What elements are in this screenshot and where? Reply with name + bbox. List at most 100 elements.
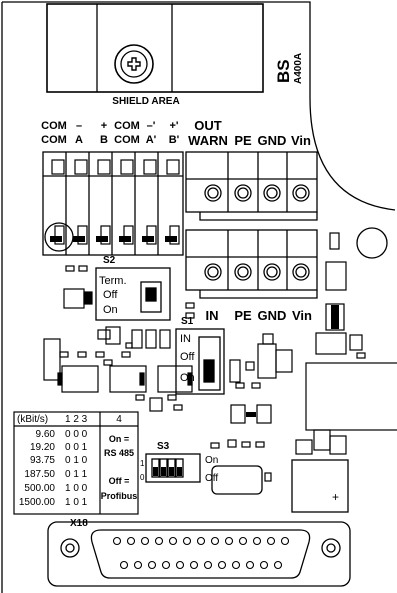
s1-off-label: Off [180,351,195,363]
baud-on-value: RS 485 [103,448,135,458]
baud-off-value: Profibus [100,491,138,501]
baud-bits-cell: 1 0 0 [65,483,88,494]
dsub-pin-hole [245,560,255,570]
dsub-pin-hole [273,560,283,570]
s2-on-label: On [103,304,118,316]
s2-off-label: Off [103,289,118,301]
baud-header-rate: (kBit/s) [17,414,49,425]
out-pe-label: PE [234,133,252,148]
battery [291,459,349,513]
s2-term-label: Term. [99,275,127,287]
shield-bracket [46,3,264,93]
s3-dip-switch [145,453,201,483]
dsub-connector [47,521,351,587]
dsub-pin-hole [252,536,262,546]
baud-header-switch: 1 2 3 [65,414,88,425]
dsub-pin-hole [189,560,199,570]
baud-bits-cell: 0 0 1 [65,442,88,453]
mount-hole-top-right [356,227,388,259]
shield-area-label: SHIELD AREA [112,96,180,107]
baud-header-col4: 4 [116,414,122,425]
dsub-pin-hole [210,536,220,546]
baud-table-grid [13,411,139,515]
s1-switch [175,328,225,395]
bus-pin-top-label: COM [41,120,67,132]
dsub-pin-hole [266,536,276,546]
dsub-pin-hole [231,560,241,570]
s1-in-label: IN [180,333,191,345]
out-gnd-label: GND [257,133,287,148]
dsub-pin-hole [196,536,206,546]
dsub-pin-hole [161,560,171,570]
in-terminal-block [185,229,318,299]
out-warn-label-line1: OUT [194,118,222,133]
s1-on-label: On [180,372,195,384]
bus-pin-bottom-label: B' [168,134,180,146]
in-vin-label: Vin [292,308,312,323]
baud-on-label: On = [108,434,130,444]
bus-pin-top-label: –' [146,120,156,132]
bus-pin-top-label: +' [169,120,179,132]
baud-bits-cell: 0 1 0 [65,455,88,466]
mount-hole-left [44,222,74,252]
out-vin-label: Vin [291,133,311,148]
dsub-pin-hole [147,560,157,570]
bus-pin-bottom-label: B [100,134,108,146]
baud-off-label: Off = [108,476,130,486]
dsub-pin-hole [238,536,248,546]
capacitor [211,465,263,495]
dsub-pin-hole [112,536,122,546]
bus-pin-bottom-label: COM [114,134,140,146]
dsub-pin-hole [154,536,164,546]
in-pe-label: PE [234,308,252,323]
smd-components [43,232,397,482]
dsub-pin-hole [168,536,178,546]
s3-name-label: S3 [157,441,170,452]
bus-pin-bottom-label: A [75,134,83,146]
dsub-pin-hole [259,560,269,570]
board-title: BS [274,59,293,83]
bus-pin-top-label: COM [114,120,140,132]
bus-pin-bottom-label: COM [41,134,67,146]
s3-num-1: 1 [140,459,145,468]
s3-off-label: Off [205,473,219,484]
baud-rate-cell: 9.60 [35,429,55,440]
s3-on-label: On [205,455,219,466]
dsub-pin-hole [175,560,185,570]
in-label: IN [205,308,219,323]
out-warn-label-line2: WARN [188,133,228,148]
out-terminal-block [185,151,318,221]
dsub-pin-hole [119,560,129,570]
dsub-pin-hole [182,536,192,546]
bus-pin-top-label: + [100,120,108,132]
s1-name-label: S1 [181,316,194,327]
baud-rate-cell: 187.50 [24,469,55,480]
dsub-pin-hole [133,560,143,570]
shield-screw [114,44,154,84]
dsub-pin-hole [140,536,150,546]
baud-bits-cell: 1 0 1 [65,497,88,508]
board-model: A400A [293,52,304,84]
dsub-pin-hole [217,560,227,570]
dsub-pin-hole [126,536,136,546]
bus-pin-top-label: – [75,120,83,132]
dsub-pin-hole [224,536,234,546]
bus-terminal-block [42,151,184,256]
connector-name-label: X18 [70,518,88,529]
battery-polarity-label: + [332,490,340,504]
s2-name-label: S2 [103,255,116,266]
baud-rate-cell: 93.75 [29,455,55,466]
dsub-pin-hole [280,536,290,546]
bus-pin-bottom-label: A' [145,134,157,146]
baud-rate-cell: 1500.00 [18,497,55,508]
baud-rate-cell: 19.20 [29,442,55,453]
dsub-pin-hole [203,560,213,570]
s2-switch [95,267,171,321]
baud-rate-cell: 500.00 [24,483,55,494]
s3-num-0: 0 [140,473,145,482]
in-gnd-label: GND [257,308,287,323]
baud-bits-cell: 0 0 0 [65,429,88,440]
